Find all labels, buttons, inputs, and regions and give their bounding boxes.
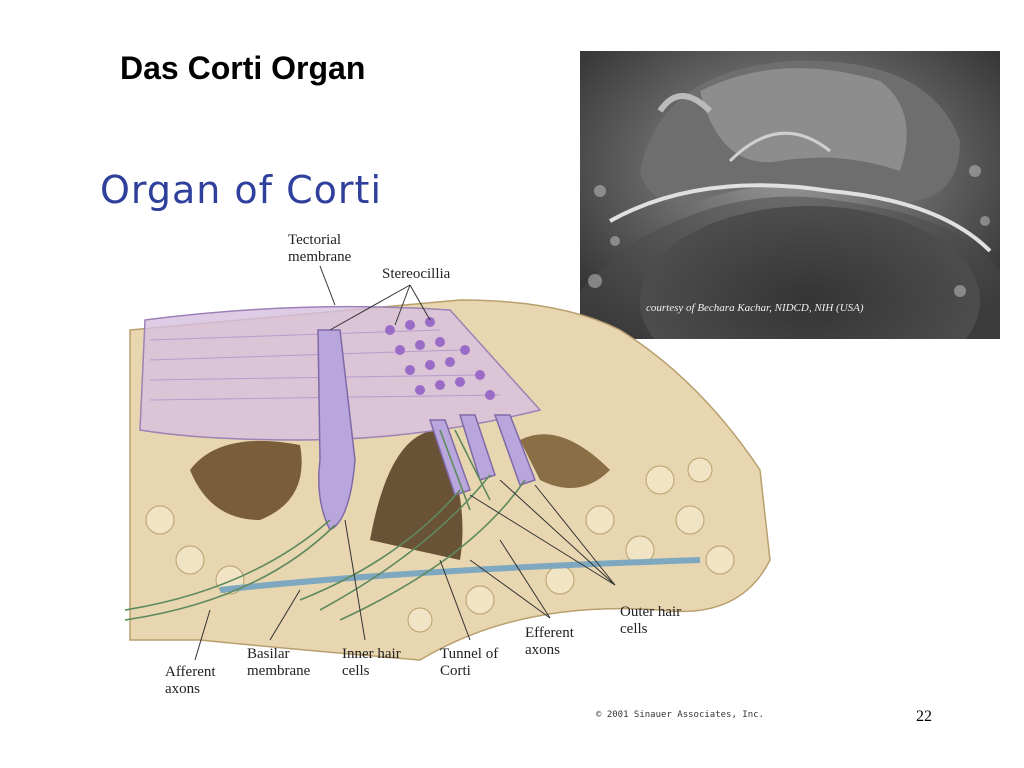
sem-photo-image — [580, 51, 1000, 339]
label-inner-hair-cells: Inner hair cells — [342, 646, 401, 679]
slide-title: Das Corti Organ — [120, 50, 366, 86]
copyright-notice: © 2001 Sinauer Associates, Inc. — [596, 710, 764, 720]
label-stereocilia: Stereocillia — [382, 266, 451, 282]
basilar-membrane — [219, 557, 701, 593]
sem-photo: courtesy of Bechara Kachar, NIDCD, NIH (… — [580, 51, 1000, 339]
efferent-axon — [339, 479, 526, 621]
label-afferent-axons: Afferent axons — [165, 664, 216, 697]
inner-hair-cell — [317, 329, 356, 532]
tectorial-membrane — [139, 305, 542, 441]
outer-hair-cell — [428, 419, 471, 496]
slide-number: 22 — [916, 708, 932, 725]
label-outer-hair-cells: Outer hair cells — [620, 604, 682, 637]
outer-hair-cell — [493, 414, 536, 486]
afferent-axon — [124, 519, 331, 611]
afferent-axon — [124, 524, 336, 621]
label-tunnel-of-corti: Tunnel of Corti — [440, 646, 499, 679]
efferent-axon — [299, 489, 461, 601]
label-efferent-axons: Efferent axons — [525, 625, 574, 658]
label-basilar-membrane: Basilar membrane — [247, 646, 311, 679]
efferent-axon — [319, 474, 491, 611]
photo-credit: courtesy of Bechara Kachar, NIDCD, NIH (… — [646, 302, 864, 314]
tunnel-region — [370, 430, 463, 560]
label-tectorial-membrane: Tectorial membrane — [288, 232, 352, 265]
diagram-heading: Organ of Corti — [100, 168, 383, 212]
outer-hair-cell — [458, 414, 496, 481]
